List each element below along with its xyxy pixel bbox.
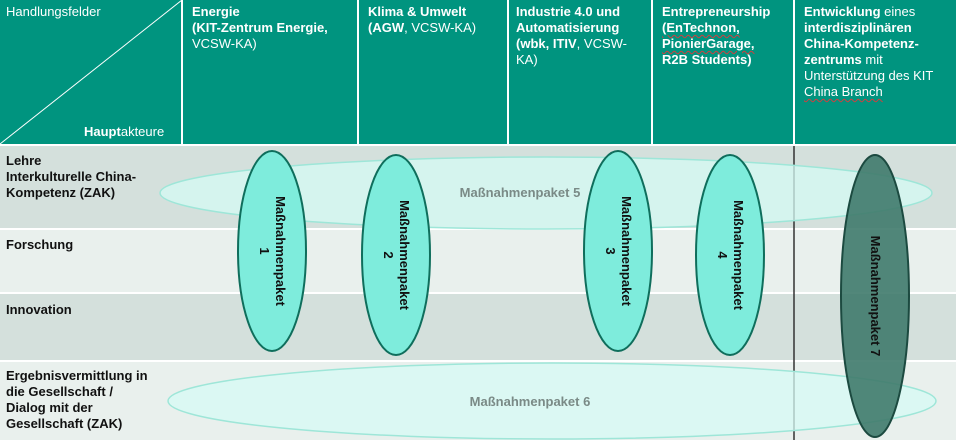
row-label-lehre: Lehre Interkulturelle China- Kompetenz (… <box>6 153 136 201</box>
row-4-line-4: Gesellschaft (ZAK) <box>6 416 123 431</box>
package-5-label: Maßnahmenpaket 5 <box>459 185 581 200</box>
column-5-line-6: China Branch <box>804 84 883 99</box>
column-5-line-4-bold: zentrums <box>804 52 862 67</box>
row-4-line-1: Ergebnisvermittlung in <box>6 368 148 383</box>
package-7-label: Maßnahmenpaket 7 <box>867 236 883 357</box>
row-2-line-1: Forschung <box>6 237 74 252</box>
package-2-label: Maßnahmenpaket 2 <box>380 200 412 310</box>
corner-handlungsfelder: Handlungsfelder <box>6 4 101 19</box>
column-1-line-1: Energie <box>192 4 240 19</box>
package-1-label-line-1: Maßnahmenpaket <box>273 196 288 306</box>
column-3-line-3-rest: , VCSW- <box>576 36 627 51</box>
column-5-line-1-bold: Entwicklung <box>804 4 881 19</box>
package-4-label-line-1: Maßnahmenpaket <box>731 200 746 310</box>
row-band-forschung <box>0 230 956 292</box>
column-4-line-2: (EnTechnon, <box>662 20 740 35</box>
row-label-ergebnis: Ergebnisvermittlung in die Gesellschaft … <box>6 368 148 432</box>
package-3-label: Maßnahmenpaket 3 <box>602 196 634 306</box>
column-header-industrie: Industrie 4.0 und Automatisierung (wbk, … <box>516 4 650 68</box>
column-header-entwicklung: Entwicklung eines interdisziplinären Chi… <box>804 4 954 100</box>
corner-diagonal <box>0 0 183 145</box>
column-1-line-3: VCSW-KA) <box>192 36 257 51</box>
row-1-line-1: Lehre <box>6 153 42 168</box>
package-7-label-text: Maßnahmenpaket 7 <box>868 235 883 357</box>
package-4-ellipse <box>695 154 765 356</box>
package-3-ellipse <box>583 150 653 352</box>
corner-hauptakteure: Hauptakteure <box>84 124 164 139</box>
column-5-line-5: Unterstützung des KIT <box>804 68 934 83</box>
package-4-label-line-2: 4 <box>715 251 730 259</box>
row-label-innovation: Innovation <box>6 302 72 318</box>
package-1-label-line-2: 1 <box>257 247 272 255</box>
column-4-line-1: Entrepreneurship <box>662 4 771 19</box>
package-1-ellipse <box>237 150 307 352</box>
column-2-line-2-bold: (AGW <box>368 20 405 35</box>
column-header-energie: Energie (KIT-Zentrum Energie, VCSW-KA) <box>192 4 352 52</box>
column-3-line-2: Automatisierung <box>516 20 620 35</box>
column-3-line-3-bold: (wbk, ITIV <box>516 36 577 51</box>
column-5-line-4-rest: mit <box>861 52 883 67</box>
row-1-line-2: Interkulturelle China- <box>6 169 137 184</box>
package-4-label: Maßnahmenpaket 4 <box>714 200 746 310</box>
column-4-line-3: PionierGarage, <box>662 36 755 51</box>
row-4-line-3: Dialog mit der <box>6 400 93 415</box>
column-3-line-1: Industrie 4.0 und <box>516 4 621 19</box>
column-5-line-3: China-Kompetenz- <box>804 36 919 51</box>
row-band-innovation <box>0 294 956 360</box>
column-header-entrepreneurship: Entrepreneurship (EnTechnon, PionierGara… <box>662 4 792 68</box>
package-3-label-line-2: 3 <box>603 247 618 255</box>
row-3-line-1: Innovation <box>6 302 72 317</box>
column-1-line-2: (KIT-Zentrum Energie, <box>192 20 328 35</box>
package-2-ellipse <box>361 154 431 356</box>
column-4-line-4: R2B Students) <box>662 52 752 67</box>
package-7-ellipse <box>840 154 910 438</box>
column-3-line-4: KA) <box>516 52 538 67</box>
corner-hauptakteure-bold: Haupt <box>84 124 121 139</box>
package-6-ellipse <box>167 362 937 440</box>
column-5-line-2: interdisziplinären <box>804 20 912 35</box>
corner-hauptakteure-rest: akteure <box>120 124 165 139</box>
package-1-label: Maßnahmenpaket 1 <box>256 196 288 306</box>
package-2-label-line-1: Maßnahmenpaket <box>397 200 412 310</box>
column-5-line-1-rest: eines <box>880 4 916 19</box>
row-label-forschung: Forschung <box>6 237 73 253</box>
column-header-klima: Klima & Umwelt (AGW, VCSW-KA) <box>368 4 504 36</box>
package-6-label: Maßnahmenpaket 6 <box>469 394 591 409</box>
row-4-line-2: die Gesellschaft / <box>6 384 113 399</box>
package-3-label-line-1: Maßnahmenpaket <box>619 196 634 306</box>
column-2-line-2-rest: , VCSW-KA) <box>404 20 477 35</box>
row-1-line-3: Kompetenz (ZAK) <box>6 185 116 200</box>
header-band <box>0 0 956 144</box>
package-2-label-line-2: 2 <box>381 251 396 259</box>
column-2-line-1: Klima & Umwelt <box>368 4 467 19</box>
